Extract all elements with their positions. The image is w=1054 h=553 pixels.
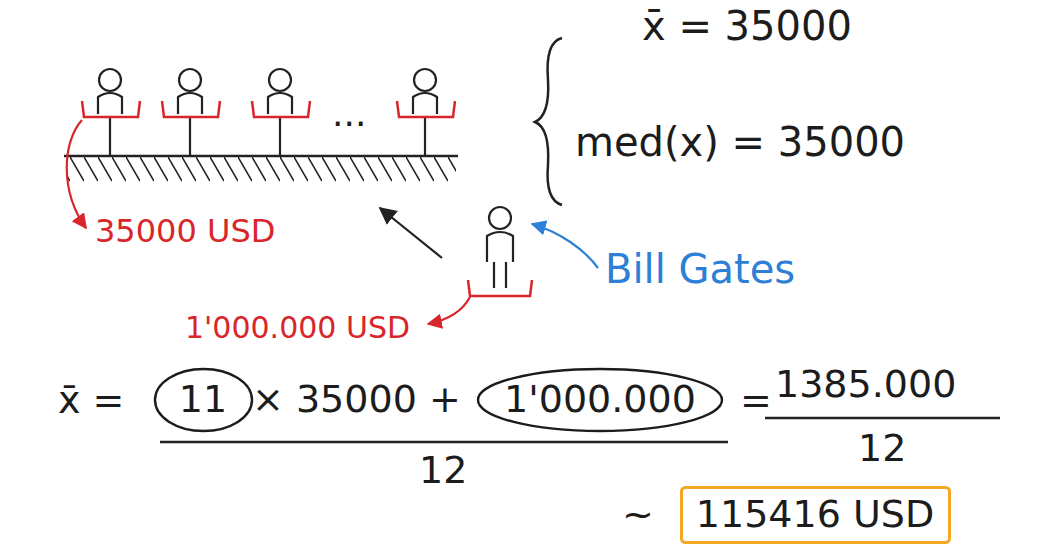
formula-term: x̄ = xyxy=(58,378,124,424)
seated-person xyxy=(162,69,220,155)
standing-person xyxy=(468,207,532,296)
mean-value: x̄ = 35000 xyxy=(642,2,852,50)
result-box: 115416 USD xyxy=(680,486,951,544)
ellipsis: ... xyxy=(332,92,366,135)
salary-leader xyxy=(67,120,86,228)
denominator: 12 xyxy=(419,448,467,494)
seated-person xyxy=(397,69,455,155)
node-text: 1'000.000 xyxy=(504,377,696,423)
name-leader xyxy=(532,224,598,268)
curly-brace xyxy=(535,38,562,205)
approx-sign: ~ xyxy=(622,492,654,538)
seated-person xyxy=(252,69,310,155)
node-text: 11 xyxy=(179,377,227,423)
node-text: 115416 USD xyxy=(696,492,934,538)
fraction-bar xyxy=(160,441,728,444)
person-name: Bill Gates xyxy=(605,245,795,293)
salary-label: 1'000.000 USD xyxy=(185,310,410,346)
median-value: med(x) = 35000 xyxy=(575,118,905,166)
equals-sign: = xyxy=(740,378,772,424)
ground-hatching xyxy=(66,157,456,183)
floor-line xyxy=(64,155,458,158)
fraction-bar xyxy=(765,417,1000,420)
salary-leader xyxy=(428,297,470,324)
entry-arrow xyxy=(380,208,442,258)
formula-term: × 35000 + xyxy=(252,377,461,423)
circled-term: 1'000.000 xyxy=(476,367,724,433)
seated-person xyxy=(82,69,140,155)
circled-term: 11 xyxy=(153,367,254,433)
numerator: 1385.000 xyxy=(775,362,956,408)
denominator: 12 xyxy=(858,426,906,472)
salary-label: 35000 USD xyxy=(95,212,275,250)
